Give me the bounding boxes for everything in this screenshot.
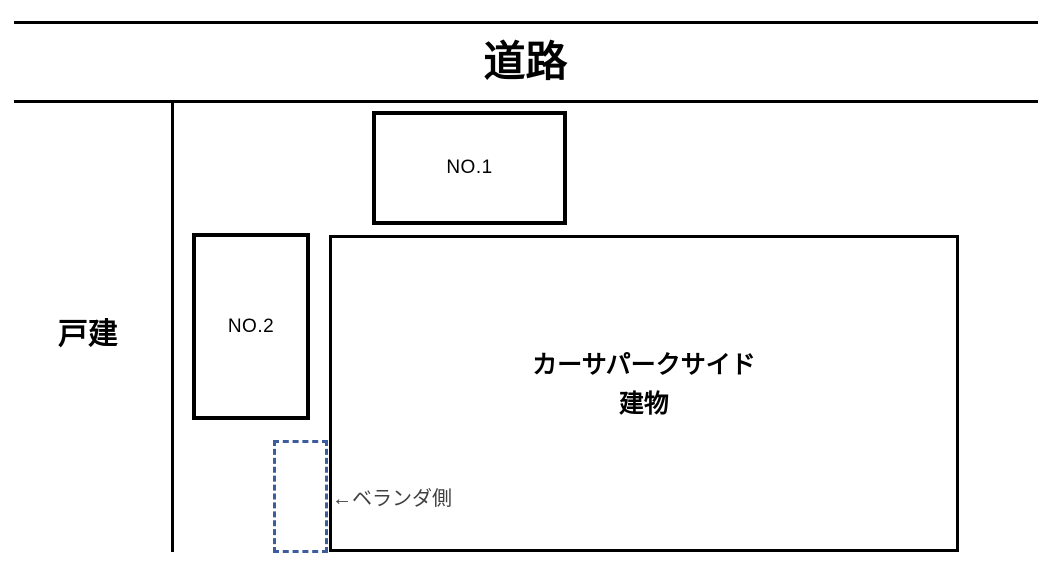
road-label: 道路 — [483, 38, 568, 85]
parking-space-no1-label: NO.1 — [446, 157, 493, 178]
parking-space-no2: NO.2 — [192, 233, 310, 420]
detached-house-label: 戸建 — [58, 318, 118, 351]
road-lower-line — [14, 100, 1038, 103]
building-title: カーサパークサイド 建物 — [332, 346, 956, 424]
building-outline: カーサパークサイド 建物 — [329, 235, 959, 552]
building-name: カーサパークサイド — [532, 351, 756, 379]
veranda-dashed-box — [273, 440, 328, 553]
parking-space-no1: NO.1 — [372, 111, 567, 225]
building-type-label: 建物 — [618, 390, 669, 418]
property-boundary-line — [171, 101, 174, 552]
veranda-side-label: ←ベランダ側 — [332, 488, 452, 510]
road-upper-line — [14, 21, 1038, 24]
parking-space-no2-label: NO.2 — [227, 315, 275, 337]
